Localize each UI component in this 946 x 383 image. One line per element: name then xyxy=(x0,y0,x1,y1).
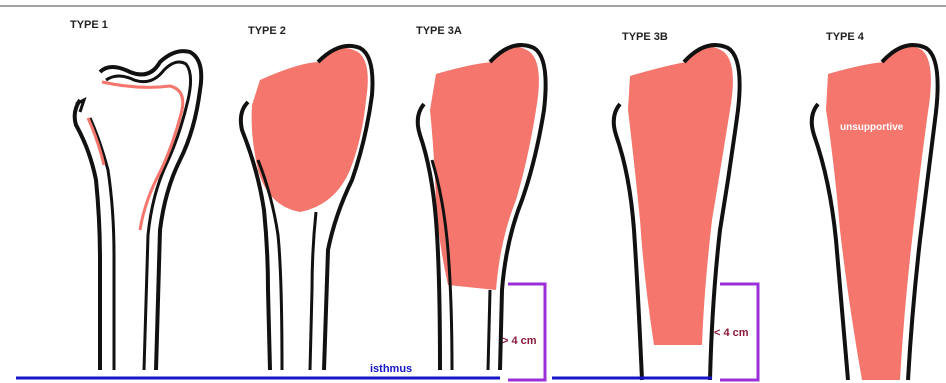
measure-lt4cm: < 4 cm xyxy=(714,327,749,339)
femur-type1 xyxy=(75,51,202,370)
label-type1: TYPE 1 xyxy=(70,19,108,31)
label-type4: TYPE 4 xyxy=(826,31,865,43)
isthmus-label: isthmus xyxy=(370,363,412,375)
lesion-area xyxy=(628,47,733,345)
femur-type4 xyxy=(812,45,938,380)
label-type2: TYPE 2 xyxy=(248,25,286,37)
measure-gt4cm: > 4 cm xyxy=(502,335,537,347)
unsupportive-label: unsupportive xyxy=(840,122,904,133)
femur-type3a xyxy=(418,45,546,370)
label-type3b: TYPE 3B xyxy=(622,31,668,43)
lesion-area xyxy=(430,47,539,290)
cortex-inner-right xyxy=(106,62,191,370)
femur-type2 xyxy=(241,46,373,370)
cortex-inner-right xyxy=(310,212,316,370)
cortex-inner-right xyxy=(488,290,490,370)
bracket-gt4cm xyxy=(508,284,545,380)
label-type3a: TYPE 3A xyxy=(416,25,462,37)
